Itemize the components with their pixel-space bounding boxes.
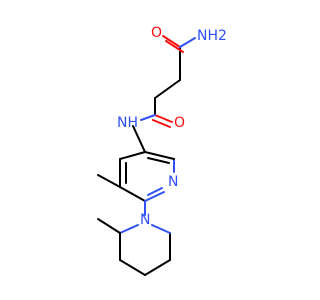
label-o2: O (174, 115, 185, 131)
bond-c4-nh (140, 114, 156, 121)
bond-c4-o2-b (152, 119, 171, 128)
bond-pip-4 (144, 259, 171, 276)
label-nh2: NH2 (197, 28, 227, 44)
bond-ring-6 (144, 151, 175, 160)
label-pyridine-n: N (168, 174, 178, 190)
bond-nh-ring (132, 125, 146, 153)
bond-ring-6b (147, 157, 170, 164)
bond-pip-1 (119, 224, 139, 234)
bond-pip-3 (119, 259, 146, 276)
bond-c1-nh2 (179, 37, 196, 48)
bond-ring-3 (119, 186, 146, 202)
label-nh: NH (117, 115, 138, 131)
label-piperidine-n: N (140, 212, 150, 228)
bond-pip-methyl (97, 218, 121, 234)
bond-ring-4 (144, 191, 165, 202)
bond-ring-1 (119, 151, 146, 160)
bond-pip-6 (151, 224, 171, 234)
bond-ring-4b (147, 187, 163, 196)
atom-labels: NH2 O O NH N N (117, 25, 227, 228)
molecule-diagram: NH2 O O NH N N (97, 25, 227, 276)
bond-c2-c3 (154, 79, 181, 99)
bond-c1-o1-b (165, 40, 184, 53)
label-o1: O (151, 25, 162, 41)
bond-ring-methyl (97, 174, 121, 188)
bond-c1-o1-a (162, 35, 181, 48)
bond-c4-o2-a (154, 114, 173, 123)
bonds (97, 35, 196, 276)
